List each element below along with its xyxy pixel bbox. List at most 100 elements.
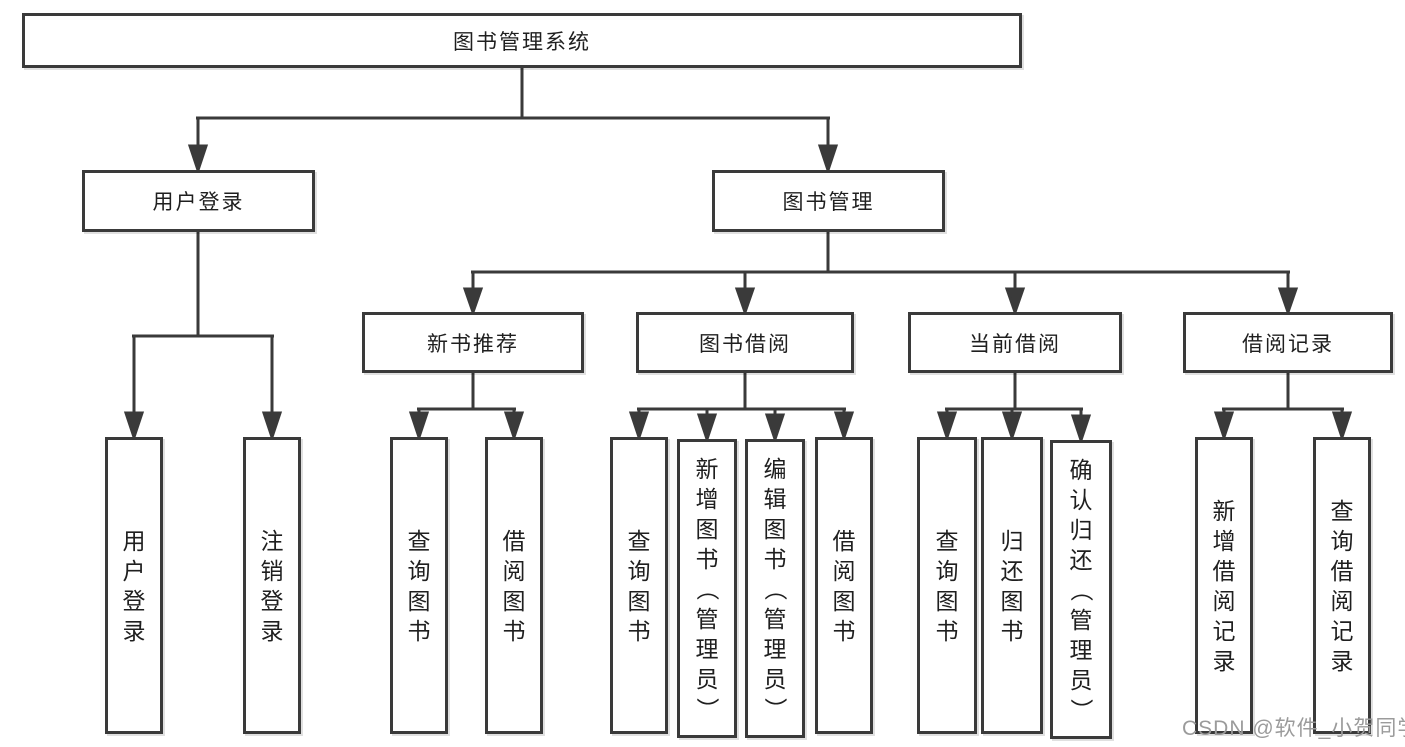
vertical-char: 录 — [1330, 647, 1354, 674]
leaf-query-books-1: 查询图书 — [390, 437, 448, 734]
arrowhead-icon — [833, 411, 855, 442]
vertical-char: 图 — [935, 587, 959, 614]
arrowhead-icon — [1001, 411, 1023, 442]
leaf-user-login-label: 用户登录 — [108, 440, 160, 731]
vertical-char: ） — [762, 697, 788, 720]
node-book-management: 图书管理 — [712, 170, 945, 232]
leaf-query-borrow-record-label: 查询借阅记录 — [1316, 440, 1368, 731]
node-book-borrowing-label: 图书借阅 — [699, 332, 791, 356]
arrowhead-icon — [1004, 287, 1026, 317]
leaf-borrow-books-1: 借阅图书 — [485, 437, 543, 734]
vertical-char: 书 — [407, 617, 431, 644]
arrowhead-icon — [261, 411, 283, 442]
vertical-char: 询 — [935, 557, 959, 584]
vertical-char: 阅 — [832, 557, 856, 584]
leaf-add-borrow-record-label: 新增借阅记录 — [1198, 440, 1250, 731]
arrowhead-icon — [503, 411, 525, 442]
vertical-char: 员 — [695, 665, 719, 692]
node-current-borrowing: 当前借阅 — [908, 312, 1122, 373]
vertical-char: 询 — [1330, 527, 1354, 554]
vertical-char: 理 — [763, 635, 787, 662]
leaf-query-books-1-label: 查询图书 — [393, 440, 445, 731]
vertical-char: 借 — [1212, 557, 1236, 584]
vertical-char: 录 — [260, 617, 284, 644]
vertical-char: 询 — [627, 557, 651, 584]
vertical-char: 户 — [122, 557, 146, 584]
vertical-char: 阅 — [502, 557, 526, 584]
vertical-char: 员 — [763, 665, 787, 692]
vertical-char: 记 — [1330, 617, 1354, 644]
leaf-query-books-3-label: 查询图书 — [920, 440, 974, 731]
arrowhead-icon — [1070, 414, 1092, 445]
arrowhead-icon — [123, 411, 145, 442]
node-book-management-label: 图书管理 — [782, 191, 875, 214]
node-current-borrowing-label: 当前借阅 — [969, 332, 1061, 356]
vertical-char: 书 — [695, 545, 719, 572]
vertical-char: 归 — [1000, 527, 1024, 554]
vertical-char: 编 — [763, 455, 787, 482]
vertical-char: ） — [694, 697, 720, 720]
vertical-char: 记 — [1212, 617, 1236, 644]
vertical-char: （ — [762, 577, 788, 600]
leaf-confirm-return-admin: 确认归还（管理员） — [1050, 440, 1112, 739]
vertical-char: 图 — [695, 515, 719, 542]
vertical-char: ） — [1068, 698, 1094, 721]
vertical-char: 销 — [260, 557, 284, 584]
arrowhead-icon — [462, 287, 484, 317]
node-root: 图书管理系统 — [22, 13, 1022, 68]
vertical-char: （ — [1068, 578, 1094, 601]
leaf-query-books-2: 查询图书 — [610, 437, 668, 734]
vertical-char: 阅 — [1212, 587, 1236, 614]
leaf-query-books-3: 查询图书 — [917, 437, 977, 734]
vertical-char: 登 — [122, 587, 146, 614]
vertical-char: 书 — [502, 617, 526, 644]
vertical-char: 还 — [1000, 557, 1024, 584]
leaf-borrow-books-2-label: 借阅图书 — [818, 440, 870, 731]
arrowhead-icon — [1213, 411, 1235, 442]
vertical-char: 归 — [1069, 516, 1093, 543]
leaf-logout-label: 注销登录 — [246, 440, 298, 731]
vertical-char: 注 — [260, 527, 284, 554]
arrowhead-icon — [696, 413, 718, 444]
vertical-char: 新 — [695, 455, 719, 482]
node-new-book-recommend: 新书推荐 — [362, 312, 584, 373]
vertical-char: 查 — [935, 527, 959, 554]
vertical-char: 还 — [1069, 546, 1093, 573]
vertical-char: 借 — [832, 527, 856, 554]
vertical-char: 图 — [832, 587, 856, 614]
vertical-char: 理 — [1069, 636, 1093, 663]
node-borrowing-records-label: 借阅记录 — [1242, 332, 1334, 356]
vertical-char: 图 — [502, 587, 526, 614]
vertical-char: 录 — [1212, 647, 1236, 674]
arrowhead-icon — [734, 287, 756, 317]
vertical-char: （ — [694, 577, 720, 600]
vertical-char: 增 — [1212, 527, 1236, 554]
arrowhead-icon — [187, 144, 209, 175]
arrowhead-icon — [817, 144, 839, 175]
leaf-add-borrow-record: 新增借阅记录 — [1195, 437, 1253, 734]
vertical-char: 书 — [935, 617, 959, 644]
arrowhead-icon — [408, 411, 430, 442]
vertical-char: 登 — [260, 587, 284, 614]
leaf-add-books-admin: 新增图书（管理员） — [677, 439, 737, 738]
vertical-char: 查 — [407, 527, 431, 554]
vertical-char: 图 — [763, 515, 787, 542]
node-new-book-recommend-label: 新书推荐 — [427, 332, 519, 356]
leaf-borrow-books-1-label: 借阅图书 — [488, 440, 540, 731]
vertical-char: 管 — [695, 605, 719, 632]
vertical-char: 书 — [1000, 617, 1024, 644]
leaf-query-books-2-label: 查询图书 — [613, 440, 665, 731]
node-user-login-label: 用户登录 — [152, 191, 245, 214]
vertical-char: 管 — [763, 605, 787, 632]
node-user-login: 用户登录 — [82, 170, 315, 232]
vertical-char: 借 — [1330, 557, 1354, 584]
leaf-add-books-admin-label: 新增图书（管理员） — [680, 442, 734, 735]
vertical-char: 管 — [1069, 606, 1093, 633]
vertical-char: 查 — [1330, 497, 1354, 524]
vertical-char: 图 — [627, 587, 651, 614]
arrowhead-icon — [1331, 411, 1353, 442]
vertical-char: 新 — [1212, 497, 1236, 524]
vertical-char: 图 — [407, 587, 431, 614]
leaf-query-borrow-record: 查询借阅记录 — [1313, 437, 1371, 734]
